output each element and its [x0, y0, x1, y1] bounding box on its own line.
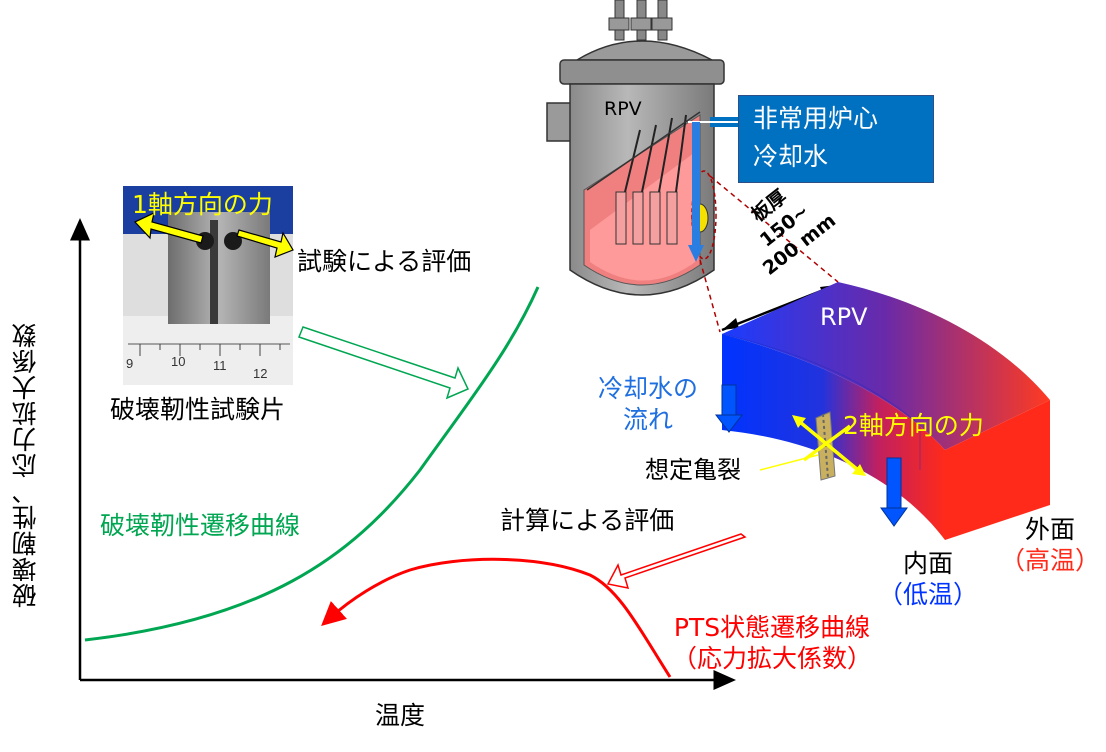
uniaxial-force-label: 1軸方向の力	[132, 190, 273, 219]
outer-temp-text: （高温）	[1000, 546, 1101, 576]
ftt-curve-label: 破壊靭性遷移曲線	[100, 511, 301, 540]
test-eval-arrow	[298, 326, 470, 400]
test-eval-label: 試験による評価	[297, 247, 472, 276]
ruler-tick: 9	[126, 356, 133, 371]
assumed-crack	[759, 411, 866, 481]
emergency-coolant-box: 非常用炉心 冷却水	[738, 95, 934, 183]
coolant-flow-line2: 流れ	[623, 405, 674, 435]
coolant-flow-line1: 冷却水の	[598, 374, 699, 403]
calc-eval-arrow	[606, 533, 747, 589]
reactor-vessel	[546, 0, 740, 296]
calc-eval-label: 計算による評価	[500, 506, 675, 535]
specimen-photo: 9 10 11 12	[123, 186, 294, 385]
specimen-label: 破壊靭性試験片	[110, 395, 286, 424]
x-axis-label: 温度	[375, 701, 426, 730]
inner-temp-text: （低温）	[878, 580, 979, 610]
coolant-flow-arrows	[714, 384, 908, 527]
inner-surface-label: 内面 （低温）	[878, 548, 978, 611]
uniaxial-force-arrow-right	[236, 229, 294, 258]
ruler-tick: 12	[253, 366, 267, 381]
zoom-line-lower	[699, 259, 721, 333]
rpv-block-label: RPV	[820, 303, 868, 331]
pts-curve	[321, 557, 672, 678]
inner-surface-text: 内面	[903, 549, 954, 578]
coolant-box-line1: 非常用炉心	[753, 104, 879, 133]
pts-curve-label: PTS状態遷移曲線 （応力拡大係数）	[672, 612, 872, 675]
outer-surface-text: 外面	[1025, 515, 1076, 544]
uniaxial-force-arrow-left	[133, 211, 204, 244]
pts-curve-label-line1: PTS状態遷移曲線	[673, 613, 871, 642]
assumed-crack-label: 想定亀裂	[645, 456, 741, 484]
coolant-flow-label: 冷却水の 流れ	[598, 373, 698, 436]
ruler-tick: 11	[213, 358, 227, 373]
ruler-tick: 10	[171, 354, 185, 369]
y-axis-label: 破壊靭性、応力拡大係数	[11, 322, 40, 608]
rpv-vessel-label: RPV	[604, 98, 642, 120]
fracture-toughness-curve	[84, 286, 540, 642]
coolant-box-line2: 冷却水	[753, 142, 829, 171]
zoom-line-upper	[709, 175, 839, 283]
pts-curve-label-line2: （応力拡大係数）	[672, 644, 873, 674]
biaxial-force-label: 2軸方向の力	[843, 411, 984, 440]
outer-surface-label: 外面 （高温）	[1000, 514, 1100, 577]
